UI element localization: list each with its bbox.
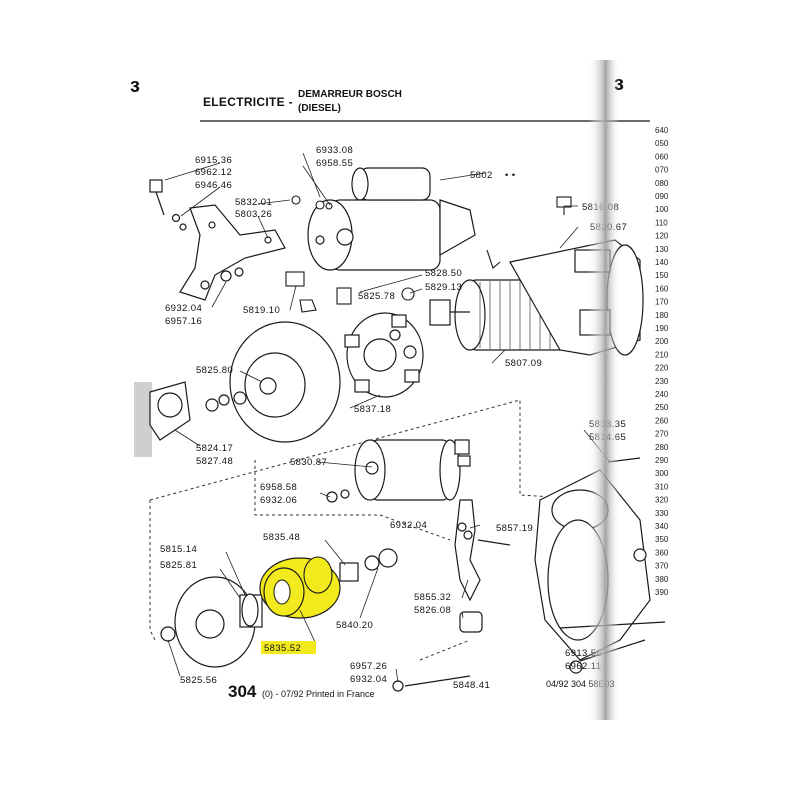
part-label: 6932.04 [165,303,202,314]
page-index-number: 640 [655,126,669,135]
binding-fold-shadow [588,60,620,720]
brush-plate-drawing [344,312,424,398]
part-label: 5830.87 [290,457,327,468]
svg-text:• •: • • [505,170,516,181]
page-index-number: 200 [655,337,669,346]
highlight-box [261,641,316,654]
page-index-number: 110 [655,218,668,227]
part-label: 5837.18 [354,404,391,415]
page-index-number: 250 [655,403,669,412]
part-label: 5803.26 [235,209,272,220]
part-label: 5825.78 [358,291,395,302]
page-index-number: 190 [655,324,669,333]
part-label: 5815.14 [160,544,197,555]
part-label: 6957.26 [350,661,387,672]
part-label: 6913.56 [565,648,602,659]
page-index-number: 080 [655,179,669,188]
part-label: 6962.11 [565,661,601,672]
part-label: 5819.10 [243,305,280,316]
page-index-column: 640 050 060 070 080 090 100 110 120 130 140 150 160 1… [655,126,669,597]
part-label: 6932.04 [350,674,387,685]
page-index-number: 120 [655,232,669,241]
overrunning-clutch-highlighted [259,556,341,619]
part-label: 5857.19 [496,523,533,534]
page-index-number: 210 [655,350,669,359]
part-label: 5824.17 [196,443,233,454]
part-label: 6962.12 [195,167,232,178]
page-index-number: 350 [655,535,669,544]
leader-lines [164,152,611,683]
part-label: 5848.41 [453,680,490,691]
part-label: 5832.01 [235,197,272,208]
page-index-number: 290 [655,456,669,465]
part-label: 5807.09 [505,358,542,369]
part-label: 6932.04 [390,520,427,531]
diagram-title: DEMARREUR BOSCH [298,89,402,100]
part-label: 5835.48 [263,532,300,543]
starter-motor-drawing [307,167,476,271]
part-label: 5825.81 [160,560,197,571]
footer-edition: (0) - 07/92 Printed in France [262,689,375,699]
page-index-number: 300 [655,469,669,478]
mounting-bracket [149,179,286,301]
page-index-number: 170 [655,298,669,307]
small-hardware-top [285,195,572,313]
part-label: 6958.55 [316,158,353,169]
page-index-number: 060 [655,152,669,161]
part-label: 5855.32 [414,592,451,603]
page-index-number: 270 [655,430,669,439]
part-label: 6915.36 [195,155,232,166]
page-index-number: 390 [655,588,669,597]
page-index-number: 070 [655,166,669,175]
part-label: 5826.08 [414,605,451,616]
binder-mark-left: ɜ [130,75,140,97]
pinion-assembly-drawing [160,548,646,692]
part-label: 5840.20 [336,620,373,631]
section-title: ELECTRICITE - [203,95,293,109]
page-index-number: 380 [655,575,669,584]
part-label: 5829.13 [425,282,462,293]
page-index-number: 260 [655,416,669,425]
part-label: 6932.06 [260,495,297,506]
page-index-number: 100 [655,205,669,214]
page-tab-shadow [134,382,152,457]
page-index-number: 140 [655,258,669,267]
page-index-number: 230 [655,377,669,386]
page-index-number: 150 [655,271,669,280]
part-label: 6946.46 [195,180,232,191]
page-index-number: 090 [655,192,669,201]
page-index-number: 050 [655,139,669,148]
part-label: 5825.56 [180,675,217,686]
shift-fork-drawing [454,499,511,633]
page-index-number: 240 [655,390,669,399]
page-index-number: 180 [655,311,669,320]
footer-code: 04/92 304 58E03 [546,679,615,689]
page-index-number: 220 [655,364,669,373]
part-label: 6957.16 [165,316,202,327]
page-index-number: 130 [655,245,669,254]
page-index-number: 320 [655,496,669,505]
part-label: 5827.48 [196,456,233,467]
page-index-number: 360 [655,548,669,557]
page-index-number: 370 [655,562,669,571]
part-label-highlighted: 5835.52 [264,643,301,654]
part-label: 5828.50 [425,268,462,279]
part-label: 6933.08 [316,145,353,156]
solenoid-drawing [326,439,471,503]
commutator-end-shield [149,321,341,443]
part-label: 6958.58 [260,482,297,493]
footer-page-number: 304 [228,682,257,701]
page-index-number: 310 [655,482,669,491]
page-index-number: 330 [655,509,669,518]
part-label: 5825.80 [196,365,233,376]
page-index-number: 340 [655,522,669,531]
page-index-number: 280 [655,443,669,452]
part-label: 5802 [470,170,493,181]
diagram-subtitle: (DIESEL) [298,103,341,114]
page-index-number: 160 [655,284,669,293]
